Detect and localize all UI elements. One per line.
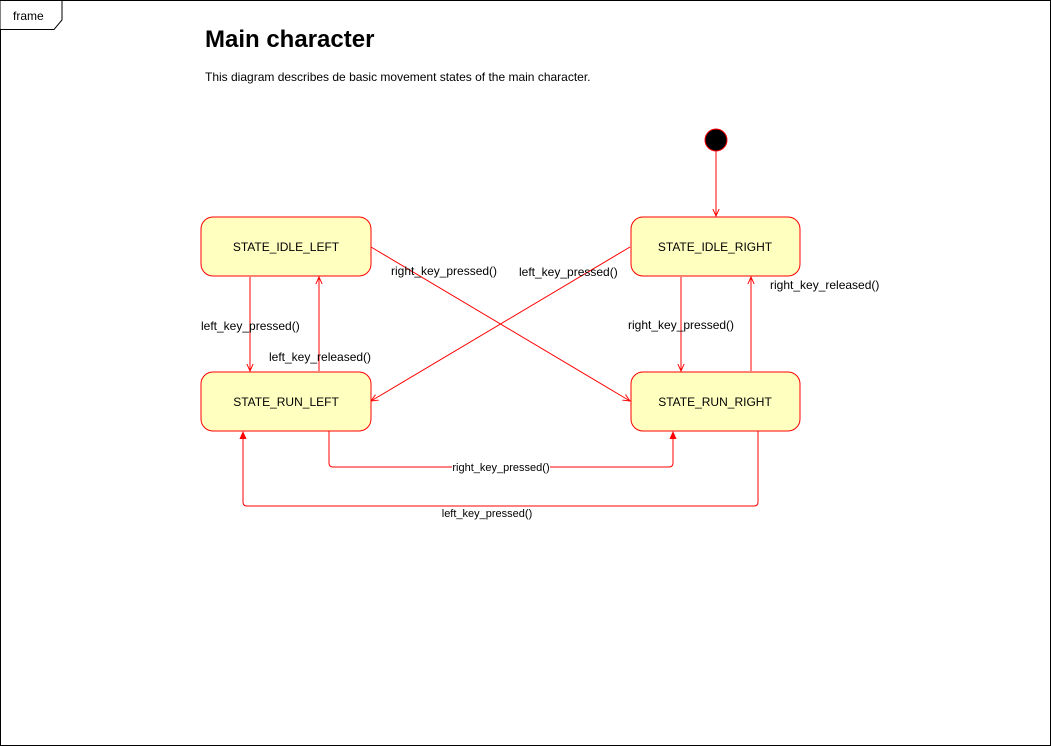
label-bg-run-right-to-run-left	[441, 507, 533, 520]
state-run-right-label: STATE_RUN_RIGHT	[658, 395, 772, 409]
label-idle-right-to-run-left: left_key_pressed()	[519, 265, 618, 279]
state-run-left[interactable]: STATE_RUN_LEFT	[200, 371, 372, 432]
state-run-left-label: STATE_RUN_LEFT	[233, 395, 339, 409]
state-idle-right-label: STATE_IDLE_RIGHT	[658, 240, 773, 254]
state-idle-left[interactable]: STATE_IDLE_LEFT	[200, 216, 372, 277]
frame-label: frame	[13, 9, 44, 23]
initial-state-dot	[704, 128, 728, 152]
edge-idle-right-to-run-left	[371, 246, 631, 401]
frame-tab	[0, 0, 63, 30]
label-bg-run-left-to-run-right	[452, 460, 550, 473]
diagram-title: Main character	[205, 26, 375, 53]
label-idle-right-to-run-right: right_key_pressed()	[628, 318, 734, 332]
state-idle-left-label: STATE_IDLE_LEFT	[233, 240, 340, 254]
label-idle-left-to-run-left: left_key_pressed()	[201, 319, 300, 333]
label-idle-left-to-run-right: right_key_pressed()	[391, 264, 497, 278]
state-idle-right[interactable]: STATE_IDLE_RIGHT	[630, 216, 801, 277]
label-run-left-to-run-right: right_key_pressed()	[452, 462, 549, 474]
label-run-right-to-idle-right: right_key_released()	[770, 278, 879, 292]
state-run-right[interactable]: STATE_RUN_RIGHT	[630, 371, 801, 432]
diagram-description: This diagram describes de basic movement…	[205, 70, 591, 84]
label-run-left-to-idle-left: left_key_released()	[269, 350, 371, 364]
label-run-right-to-run-left: left_key_pressed()	[442, 508, 533, 520]
edge-run-right-to-run-left	[243, 431, 759, 507]
